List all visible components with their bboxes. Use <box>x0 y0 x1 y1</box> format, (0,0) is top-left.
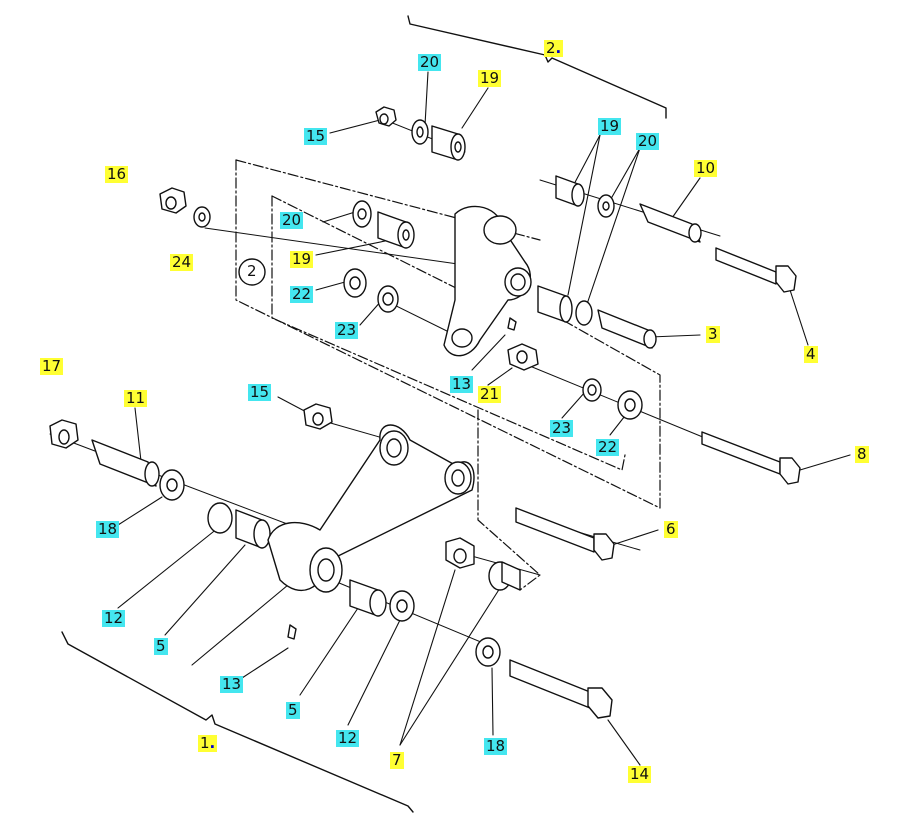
assembly-label-1: 1 <box>198 735 218 752</box>
callout-13-lower: 13 <box>220 675 244 693</box>
part-15-nut-top <box>375 106 397 127</box>
callout-23-mid: 23 <box>335 321 359 339</box>
callout-24: 24 <box>170 253 194 271</box>
part-23-bearing-lower <box>582 378 602 402</box>
part-7-bushing-b <box>488 561 521 591</box>
part-20-washer-mid <box>352 200 372 228</box>
part-22-washer-lower <box>617 390 643 420</box>
phantom-outline-2 <box>235 159 661 591</box>
callout-13-mid: 13 <box>450 375 474 393</box>
bracket-assembly-1 <box>61 631 414 813</box>
callout-3: 3 <box>706 325 720 343</box>
callout-15-lower: 15 <box>248 383 272 401</box>
part-5-bushing-left <box>235 509 271 549</box>
callout-22-lower: 22 <box>596 438 620 456</box>
part-19-bushing-lower <box>537 285 573 323</box>
part-5-bushing-right <box>349 579 387 617</box>
part-22-washer-mid <box>343 268 367 298</box>
part-6-bolt <box>515 507 615 561</box>
part-8-bolt <box>701 431 801 485</box>
callout-6: 6 <box>664 520 678 538</box>
callout-5-right: 5 <box>286 701 300 719</box>
part-19-bushing-right <box>555 175 585 207</box>
callout-18-right: 18 <box>484 737 508 755</box>
part-20-washer-right <box>597 194 615 218</box>
part-19-bushing-top <box>431 125 466 161</box>
part-20-washer-lower <box>575 300 593 326</box>
part-21-nut <box>507 343 539 371</box>
part-11-sleeve <box>91 439 160 487</box>
callout-23-lower: 23 <box>550 419 574 437</box>
callout-12-right: 12 <box>336 729 360 747</box>
callout-20-top: 20 <box>418 53 442 71</box>
part-4-bolt <box>715 247 797 293</box>
callout-19-right: 19 <box>598 117 622 135</box>
callout-11: 11 <box>124 389 148 407</box>
part-20-washer-top <box>411 119 429 145</box>
part-17-nut <box>49 419 79 449</box>
callout-5-left: 5 <box>154 637 168 655</box>
part-3-sleeve <box>597 309 657 349</box>
part-12-washer-left <box>207 502 233 534</box>
part-1-pitman-arm <box>267 424 475 640</box>
part-2-idler-arm <box>443 205 532 357</box>
callout-18-left: 18 <box>96 520 120 538</box>
callout-15-top: 15 <box>304 127 328 145</box>
callout-16: 16 <box>105 165 129 183</box>
callout-10: 10 <box>694 159 718 177</box>
callout-20-mid: 20 <box>280 211 304 229</box>
part-18-washer-left <box>159 469 185 501</box>
circled-callout-ring <box>238 258 266 286</box>
callout-22-mid: 22 <box>290 285 314 303</box>
circled-callout-2: 2 <box>247 262 257 280</box>
callout-14: 14 <box>628 765 652 783</box>
callout-21: 21 <box>478 385 502 403</box>
callout-17: 17 <box>40 357 64 375</box>
part-15-nut-lower <box>303 403 333 430</box>
callout-20-right: 20 <box>636 132 660 150</box>
part-12-washer-right <box>389 590 415 622</box>
callout-8: 8 <box>855 445 869 463</box>
callout-19-mid: 19 <box>290 250 314 268</box>
assembly-label-2: 2 <box>544 40 564 57</box>
part-10-sleeve <box>639 203 702 243</box>
part-14-bolt <box>509 659 613 719</box>
part-7-bushing-a <box>445 537 475 569</box>
part-16-nut-left <box>159 187 187 214</box>
callout-4: 4 <box>804 345 818 363</box>
callout-19-top: 19 <box>478 69 502 87</box>
part-24-washer-left <box>193 206 211 228</box>
part-23-bearing-mid <box>377 285 399 313</box>
bracket-assembly-2 <box>407 15 667 119</box>
part-18-washer-right <box>475 637 501 667</box>
callout-7: 7 <box>390 751 404 769</box>
part-19-bushing-mid <box>377 211 415 249</box>
callout-12-left: 12 <box>102 609 126 627</box>
